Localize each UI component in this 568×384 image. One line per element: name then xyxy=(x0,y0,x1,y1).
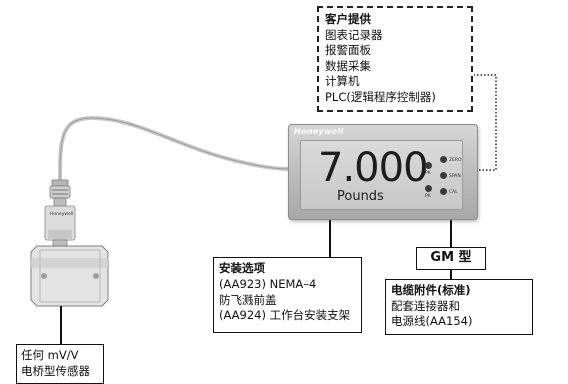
peak-indicator-top-label: PK xyxy=(425,171,431,176)
peak-indicator-top xyxy=(425,162,432,169)
peak-indicator-bottom-label: PK xyxy=(425,194,431,199)
zero-button[interactable] xyxy=(440,156,447,163)
customer-link-dotted xyxy=(474,74,497,171)
meter-display-face xyxy=(300,140,463,210)
sensor-description-box: 任何 mV/V 电桥型传感器 xyxy=(16,344,104,384)
install-options-title: 安装选项 xyxy=(219,261,265,275)
cable-accessory-line: 配套连接器和 xyxy=(391,298,460,313)
cal-button[interactable] xyxy=(440,188,447,195)
meter-reading: 7.000 xyxy=(318,145,429,191)
customer-item-chart-recorder: 图表记录器 xyxy=(325,27,383,42)
install-option-line: (AA923) NEMA–4 xyxy=(219,276,317,291)
customer-provided-title: 客户提供 xyxy=(325,12,371,26)
peak-indicator-bottom xyxy=(425,185,432,192)
sensor-cable xyxy=(58,115,292,184)
customer-item-computer: 计算机 xyxy=(325,74,360,89)
customer-provided-box: 客户提供 图表记录器 报警面板 数据采集 计算机 PLC(逻辑程序控制器) xyxy=(317,6,473,112)
gm-model-box: GM 型 xyxy=(416,247,486,270)
install-option-line: (AA924) 工作台安装支架 xyxy=(219,308,351,323)
install-option-line: 防飞溅前盖 xyxy=(219,292,277,307)
meter-unit: Pounds xyxy=(337,189,384,204)
cable-accessory-line: 电源线(AA154) xyxy=(391,314,473,329)
sensor-description-line: 任何 mV/V xyxy=(21,348,79,362)
cable-accessory-box: 电缆附件(标准) 配套连接器和 电源线(AA154) xyxy=(385,279,533,335)
span-button[interactable] xyxy=(440,172,447,179)
install-options-box: 安装选项 (AA923) NEMA–4 防飞溅前盖 (AA924) 工作台安装支… xyxy=(213,257,362,333)
meter-brand-logo: Honeywell xyxy=(294,127,344,136)
customer-item-plc: PLC(逻辑程序控制器) xyxy=(325,89,436,104)
sensor-brand-logo: Honeywell xyxy=(50,212,74,217)
cable-accessory-title: 电缆附件(标准) xyxy=(391,283,471,297)
sensor-description-line: 电桥型传感器 xyxy=(21,363,90,378)
cal-button-label: CAL xyxy=(449,190,458,195)
zero-button-label: ZERO xyxy=(449,158,462,163)
customer-item-alarm-panel: 报警面板 xyxy=(325,43,371,58)
sensor-body xyxy=(44,205,76,247)
sensor-connector xyxy=(49,179,71,207)
sensor-base xyxy=(30,245,109,307)
customer-item-data-acquisition: 数据采集 xyxy=(325,58,371,73)
span-button-label: SPAN xyxy=(449,174,461,179)
